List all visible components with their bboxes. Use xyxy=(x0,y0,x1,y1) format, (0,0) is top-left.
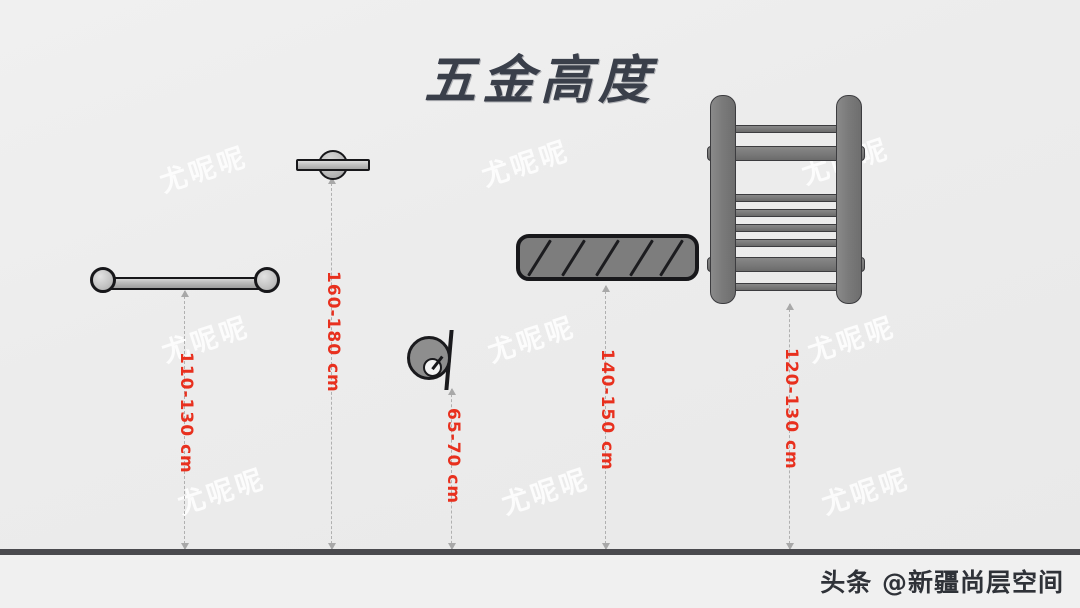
soap-dish-hatch xyxy=(595,239,620,277)
towel-bar-mount-left xyxy=(90,267,116,293)
page-title: 五金高度 xyxy=(423,50,656,111)
soap-dish-body xyxy=(516,234,699,281)
soap-dish-hatch xyxy=(659,239,684,277)
soap-dish-hatch xyxy=(561,239,586,277)
dimension-line-towel-bar xyxy=(181,290,189,550)
towel-rail-rung xyxy=(727,209,845,217)
towel-bar-mount-right xyxy=(254,267,280,293)
dimension-line-soap-dish xyxy=(602,285,610,550)
dimension-line-paper-holder xyxy=(448,388,456,550)
towel-rail-rung-wide xyxy=(707,146,865,161)
towel-rail-rung xyxy=(727,283,845,291)
heated-towel-rail-fixture xyxy=(707,95,868,305)
dimension-label-soap-dish: 140-150 cm xyxy=(597,349,617,471)
toilet-paper-holder-fixture xyxy=(407,330,455,392)
dimension-label-paper-holder: 65-70 cm xyxy=(443,408,463,505)
towel-rail-rung xyxy=(727,239,845,247)
towel-bar-fixture xyxy=(90,267,280,293)
shower-head-fixture xyxy=(296,150,370,182)
dimension-label-towel-rail: 120-130 cm xyxy=(781,348,801,470)
soap-dish-hatch xyxy=(629,239,654,277)
ground-line xyxy=(0,549,1080,555)
towel-rail-rung xyxy=(727,194,845,202)
paper-holder-roll xyxy=(407,336,451,380)
dimension-label-towel-bar: 110-130 cm xyxy=(176,352,196,474)
soap-dish-hatch xyxy=(527,239,552,277)
footer-brand: 头条 @新疆尚层空间 xyxy=(820,568,1064,597)
footer-divider xyxy=(760,549,1080,555)
towel-rail-rung xyxy=(727,125,845,133)
shower-head-arm xyxy=(296,159,370,171)
towel-rail-post-left xyxy=(710,95,736,304)
dimension-line-shower-head xyxy=(328,177,336,550)
footer-bar xyxy=(0,555,1080,608)
towel-rail-rung-wide xyxy=(707,257,865,272)
soap-dish-fixture xyxy=(516,234,699,281)
towel-bar-rod xyxy=(104,277,266,290)
towel-rail-post-right xyxy=(836,95,862,304)
towel-rail-rung xyxy=(727,224,845,232)
dimension-line-towel-rail xyxy=(786,303,794,550)
dimension-label-shower-head: 160-180 cm xyxy=(323,271,343,393)
